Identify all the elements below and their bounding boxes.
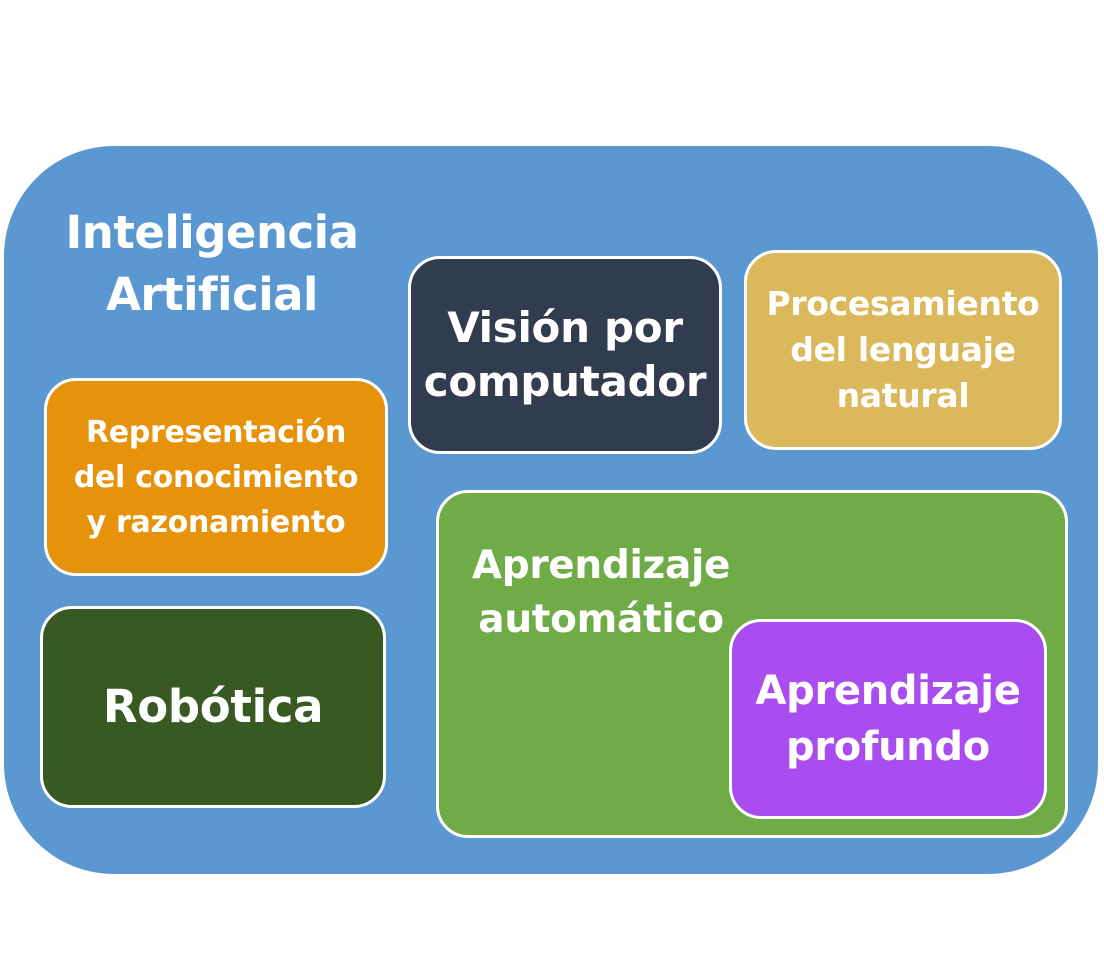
robotics-box: Robótica — [40, 606, 386, 808]
knowledge-reasoning-box: Representación del conocimiento y razona… — [44, 378, 388, 576]
nlp-box: Procesamiento del lenguaje natural — [744, 250, 1062, 450]
ai-container: Inteligencia Artificial Visión por compu… — [4, 146, 1098, 874]
machine-learning-box: Aprendizaje automático Aprendizaje profu… — [436, 490, 1068, 838]
deep-learning-box: Aprendizaje profundo — [729, 619, 1047, 819]
ai-title: Inteligencia Artificial — [65, 206, 359, 321]
computer-vision-box: Visión por computador — [408, 256, 722, 454]
machine-learning-label: Aprendizaje automático — [471, 543, 731, 642]
